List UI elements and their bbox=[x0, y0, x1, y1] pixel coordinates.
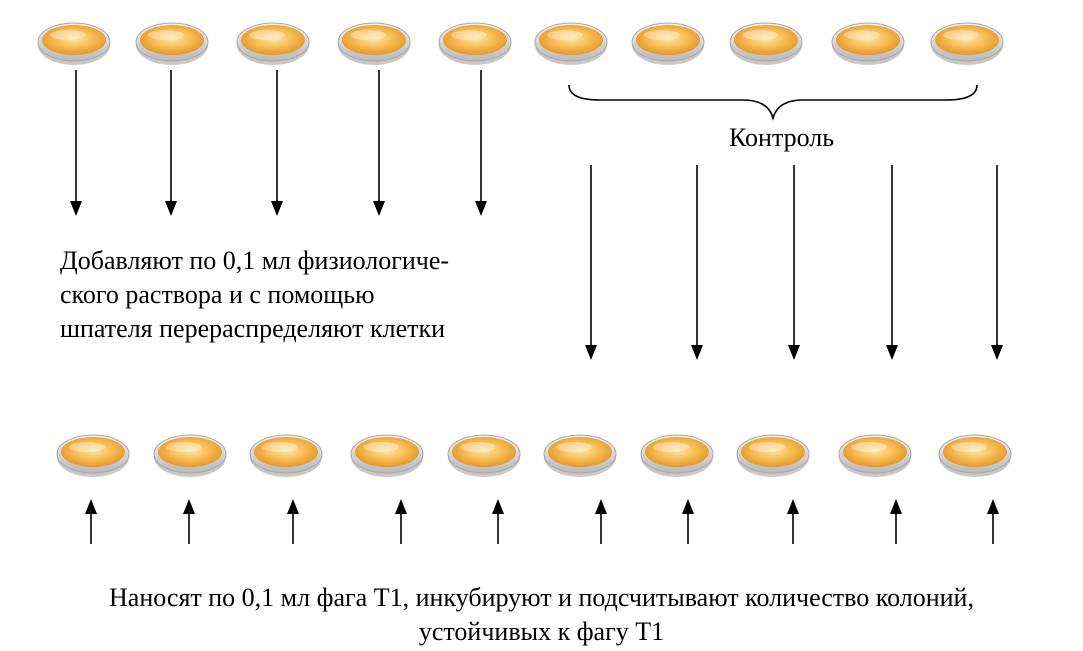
petri-dish-top bbox=[534, 22, 608, 65]
up-arrow-icon bbox=[595, 499, 607, 544]
petri-dish-bottom bbox=[447, 434, 521, 477]
top-dish-row bbox=[37, 22, 1004, 65]
bottom-caption: Наносят по 0,1 мл фага Т1, инкубируют и … bbox=[0, 581, 1083, 649]
arrow-group bbox=[70, 70, 1003, 544]
down-arrow-icon bbox=[70, 70, 82, 216]
down-arrow-icon bbox=[475, 70, 487, 216]
petri-dish-top bbox=[135, 22, 209, 65]
up-arrow-icon bbox=[287, 499, 299, 544]
procedure-note-line: ского раствора и с помощью bbox=[60, 280, 375, 309]
caption-line: Наносят по 0,1 мл фага Т1, инкубируют и … bbox=[109, 583, 974, 612]
petri-dish-bottom bbox=[543, 434, 617, 477]
up-arrow-icon bbox=[395, 499, 407, 544]
petri-dish-bottom bbox=[640, 434, 714, 477]
up-arrow-icon bbox=[682, 499, 694, 544]
down-arrow-icon bbox=[165, 70, 177, 216]
petri-dish-bottom bbox=[350, 434, 424, 477]
down-arrow-icon bbox=[991, 165, 1003, 360]
procedure-note: Добавляют по 0,1 мл физиологиче- ского р… bbox=[60, 244, 449, 346]
caption-line: устойчивых к фагу Т1 bbox=[418, 617, 665, 646]
petri-dish-bottom bbox=[249, 434, 323, 477]
down-arrow-icon bbox=[691, 165, 703, 360]
up-arrow-icon bbox=[787, 499, 799, 544]
up-arrow-icon bbox=[987, 499, 999, 544]
petri-dish-top bbox=[831, 22, 905, 65]
down-arrow-icon bbox=[886, 165, 898, 360]
procedure-note-line: шпателя перераспределяют клетки bbox=[60, 314, 446, 343]
control-label: Контроль bbox=[729, 123, 835, 152]
petri-dish-top bbox=[236, 22, 310, 65]
petri-dish-top bbox=[37, 22, 111, 65]
up-arrow-icon bbox=[492, 499, 504, 544]
petri-dish-bottom bbox=[736, 434, 810, 477]
petri-dish-top bbox=[930, 22, 1004, 65]
petri-dish-top bbox=[729, 22, 803, 65]
down-arrow-icon bbox=[271, 70, 283, 216]
petri-dish-bottom bbox=[153, 434, 227, 477]
control-brace bbox=[568, 84, 978, 121]
up-arrow-icon bbox=[183, 499, 195, 544]
petri-dish-top bbox=[337, 22, 411, 65]
up-arrow-icon bbox=[890, 499, 902, 544]
petri-dish-top bbox=[631, 22, 705, 65]
petri-dish-top bbox=[438, 22, 512, 65]
up-arrow-icon bbox=[85, 499, 97, 544]
petri-dish-bottom bbox=[838, 434, 912, 477]
down-arrow-icon bbox=[373, 70, 385, 216]
procedure-note-line: Добавляют по 0,1 мл физиологиче- bbox=[60, 246, 450, 275]
petri-dish-bottom bbox=[938, 434, 1012, 477]
down-arrow-icon bbox=[788, 165, 800, 360]
bottom-dish-row bbox=[56, 434, 1012, 477]
petri-dish-bottom bbox=[56, 434, 130, 477]
down-arrow-icon bbox=[585, 165, 597, 360]
